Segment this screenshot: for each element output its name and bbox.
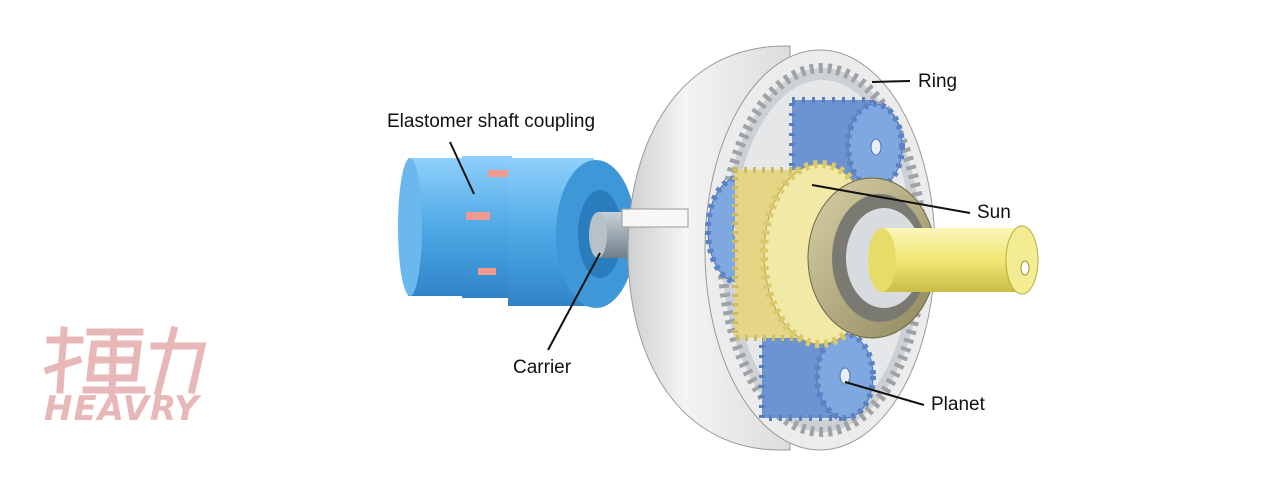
watermark-glyph-icon	[43, 325, 207, 397]
leader-carrier	[547, 252, 601, 351]
housing-slot	[621, 208, 689, 228]
leader-sun	[811, 184, 971, 214]
label-ring: Ring	[918, 71, 958, 92]
coupling-left-face	[398, 158, 422, 296]
coupling-spider	[462, 156, 512, 298]
coupling-insert-2	[478, 268, 496, 275]
watermark-text: HEAVRY	[44, 389, 200, 429]
leader-ring	[871, 80, 911, 83]
label-carrier: Carrier	[513, 357, 572, 378]
leader-coupling	[449, 141, 475, 195]
watermark-logo: HEAVRY	[42, 325, 222, 436]
leader-planet	[844, 381, 925, 406]
label-elastomer-coupling: Elastomer shaft coupling	[387, 111, 596, 132]
coupling-insert-3	[488, 170, 510, 177]
output-shaft	[868, 225, 1039, 295]
coupling-insert-1	[466, 212, 490, 220]
label-sun: Sun	[977, 202, 1011, 223]
label-planet: Planet	[931, 394, 985, 415]
